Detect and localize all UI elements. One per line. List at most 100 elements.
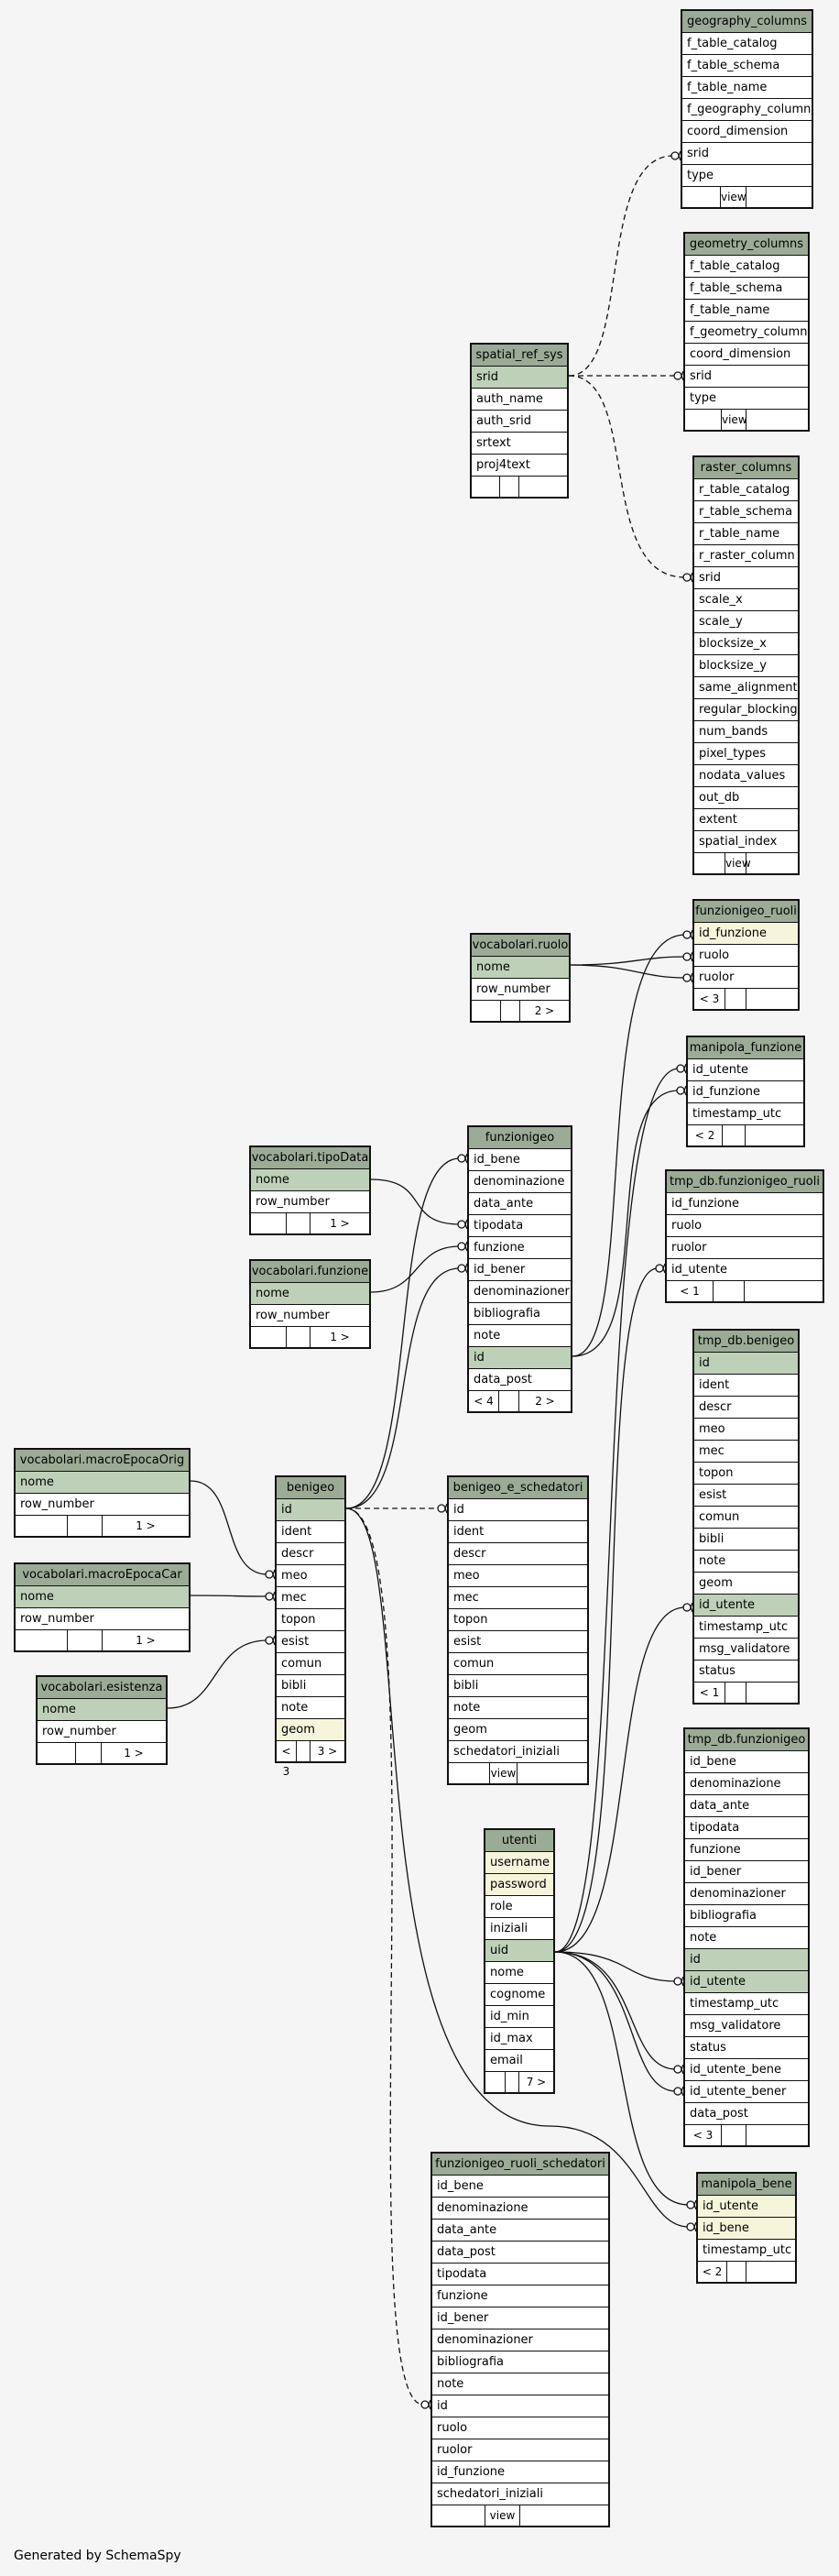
column-row: id_utente [688, 1059, 803, 1081]
table-header[interactable]: tmp_db.funzionigeo_ruoli [667, 1171, 823, 1193]
column-row: row_number [472, 979, 569, 1001]
footer-cell: 1 > [330, 1331, 350, 1343]
column-row: row_number [38, 1721, 166, 1743]
column-row: extent [694, 809, 798, 831]
column-row: pixel_types [694, 743, 798, 765]
optional-end-marker [682, 1603, 692, 1612]
table-header[interactable]: spatial_ref_sys [472, 345, 567, 367]
table-header[interactable]: vocabolari.ruolo [472, 935, 569, 957]
table-header[interactable]: utenti [485, 1830, 553, 1852]
table-header[interactable]: funzionigeo [469, 1127, 571, 1149]
table-header[interactable]: tmp_db.funzionigeo [685, 1729, 808, 1751]
table-header[interactable]: vocabolari.macroEpocaOrig [16, 1450, 189, 1472]
column-row: mec [449, 1587, 587, 1609]
table-header[interactable]: funzionigeo_ruoli_schedatori [432, 2154, 608, 2176]
footer-cell: 3 > [317, 1745, 338, 1758]
footer-cell [499, 1391, 519, 1411]
relationship-line [570, 964, 686, 979]
table-header[interactable]: geography_columns [682, 11, 812, 33]
many-end-marker [690, 951, 693, 962]
column-row: username [485, 1852, 553, 1874]
column-row: bibliografia [685, 1905, 808, 1927]
column-row: uid [485, 1940, 553, 1962]
table-footer: 1 > [251, 1213, 369, 1233]
table-header[interactable]: benigeo_e_schedatori [449, 1477, 587, 1499]
relationship-line [345, 1507, 424, 2406]
column-row: nome [16, 1472, 189, 1494]
column-row: note [277, 1697, 344, 1719]
footer-cell [251, 1213, 287, 1233]
footer-cell: < 4 [469, 1391, 499, 1411]
table-header[interactable]: geometry_columns [685, 234, 808, 256]
column-row: f_table_name [682, 77, 812, 99]
column-row: meo [277, 1565, 344, 1587]
footer-cell [694, 853, 725, 873]
column-row: ruolor [694, 967, 798, 989]
footer-cell: view [490, 1763, 518, 1783]
column-row: ruolor [432, 2439, 608, 2461]
table-header[interactable]: vocabolari.macroEpocaCar [16, 1564, 189, 1586]
table-header[interactable]: raster_columns [694, 457, 798, 479]
footer-cell: view [722, 410, 747, 430]
column-row: role [485, 1896, 553, 1918]
relationship-line [568, 375, 686, 578]
table-header[interactable]: vocabolari.esistenza [38, 1677, 166, 1699]
column-row: id_funzione [688, 1081, 803, 1103]
many-end-marker [464, 1219, 468, 1230]
column-row: comun [277, 1653, 344, 1675]
footer-cell [727, 2262, 746, 2282]
column-row: nome [472, 957, 569, 979]
column-row: tipodata [685, 1817, 808, 1839]
many-end-marker [690, 972, 693, 983]
column-row: id_utente [694, 1595, 798, 1617]
credit-text: Generated by SchemaSpy [14, 2549, 181, 2563]
column-row: out_db [694, 787, 798, 809]
column-row: meo [694, 1419, 798, 1441]
many-end-marker [683, 1063, 687, 1074]
footer-cell: < 2 [688, 1125, 723, 1145]
many-end-marker [444, 1503, 448, 1514]
column-row: id_utente_bener [685, 2081, 808, 2103]
table-header[interactable]: vocabolari.funzione [251, 1261, 369, 1283]
column-row: comun [449, 1653, 587, 1675]
table-header[interactable]: funzionigeo_ruoli [694, 901, 798, 923]
footer-cell [745, 1281, 823, 1301]
optional-end-marker [676, 1064, 685, 1073]
table-header[interactable]: benigeo [277, 1477, 344, 1499]
relationship-line [345, 1507, 690, 2228]
column-row: schedatori_iniziali [449, 1741, 587, 1763]
column-row: id_bener [469, 1259, 571, 1281]
table-header[interactable]: manipola_funzione [688, 1037, 803, 1059]
column-row: nome [251, 1169, 369, 1191]
table-footer: 7 > [485, 2072, 553, 2092]
footer-cell [746, 989, 798, 1009]
table-header[interactable]: tmp_db.benigeo [694, 1331, 798, 1353]
footer-cell [16, 1516, 68, 1536]
column-row: regular_blocking [694, 699, 798, 721]
table-header[interactable]: vocabolari.tipoData [251, 1147, 369, 1169]
optional-end-marker [682, 973, 692, 982]
relationship-line [554, 1606, 686, 1953]
table-header[interactable]: manipola_bene [698, 2174, 795, 2196]
